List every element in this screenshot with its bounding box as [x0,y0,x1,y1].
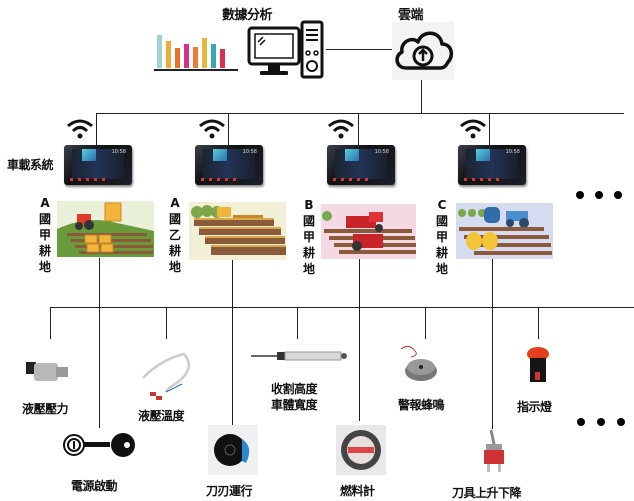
more-dot [576,191,584,199]
more-dot [614,191,622,199]
vehicle-display: 10:58 [458,145,526,185]
farmland-b-jia-image [321,204,416,259]
pressure-sensor-icon [26,362,68,381]
hydraulic-temp-label: 液壓溫度 [138,409,185,423]
bar [220,49,225,68]
analytics-label: 數據分析 [222,8,273,23]
power-start-label: 電源啟動 [71,479,118,493]
cloud-upload-icon [395,31,454,70]
drop-line [358,113,359,148]
farmland-a-jia-image [57,201,154,257]
bar [193,47,198,68]
farmland-b-line [359,259,360,421]
drop-line [489,113,490,148]
bar [157,35,162,68]
computer-cloud-link [326,49,392,50]
drop-line [96,113,97,148]
drop-line [538,307,539,339]
tool-lift-label: 刀具上升下降 [452,486,522,500]
farmland-a-yi-line [232,260,233,425]
sensor-bus [50,307,634,308]
drop-line [228,113,229,148]
bar-chart-icon [154,35,238,71]
network-bus-top [96,113,624,114]
drop-line [297,307,298,339]
more-dot [597,418,605,426]
more-dot [577,418,585,426]
farmland-c-jia-image [456,203,553,259]
vehicle-display: 10:58 [327,145,395,185]
toggle-switch-icon [484,429,504,472]
alarm-buzzer-label: 警報蜂鳴 [398,398,445,412]
cloud-drop-line [421,80,422,113]
drop-line [425,307,426,339]
drop-line [166,307,167,339]
buzzer-icon [400,345,437,381]
more-dot [617,418,625,426]
farmland-a-yi-image [189,202,286,260]
fuel-gauge-label: 燃料計 [340,484,375,498]
vehicle-display: 10:58 [195,145,263,185]
wifi-icon [460,119,486,139]
vehicle-system-label: 車載系統 [7,158,54,172]
linear-sensor-icon [251,351,347,361]
wifi-icon [199,119,225,139]
harvest-height-label: 收割高度 [271,382,318,396]
key-icon [63,433,135,457]
bar [166,41,171,68]
bar [211,44,216,68]
more-dot [595,191,603,199]
push-button-icon [208,425,258,475]
bar [175,48,180,68]
desktop-computer-icon [247,20,324,79]
body-width-label: 車體寬度 [271,398,318,412]
fuel-gauge-icon [336,425,386,475]
indicator-light-icon [527,347,549,382]
cloud-label: 雲端 [398,8,424,23]
hydraulic-pressure-label: 液壓壓力 [22,402,69,416]
wifi-icon [328,119,354,139]
farmland-a-jia-line [99,258,100,428]
temperature-sensor-icon [142,352,191,400]
drop-line [50,307,51,339]
bar [202,38,207,68]
bar [184,44,189,68]
farmland-c-line [492,259,493,429]
blade-run-label: 刀刃運行 [206,484,253,498]
indicator-light-label: 指示燈 [517,400,552,414]
wifi-icon [67,119,93,139]
vehicle-display: 10:58 [64,145,132,185]
